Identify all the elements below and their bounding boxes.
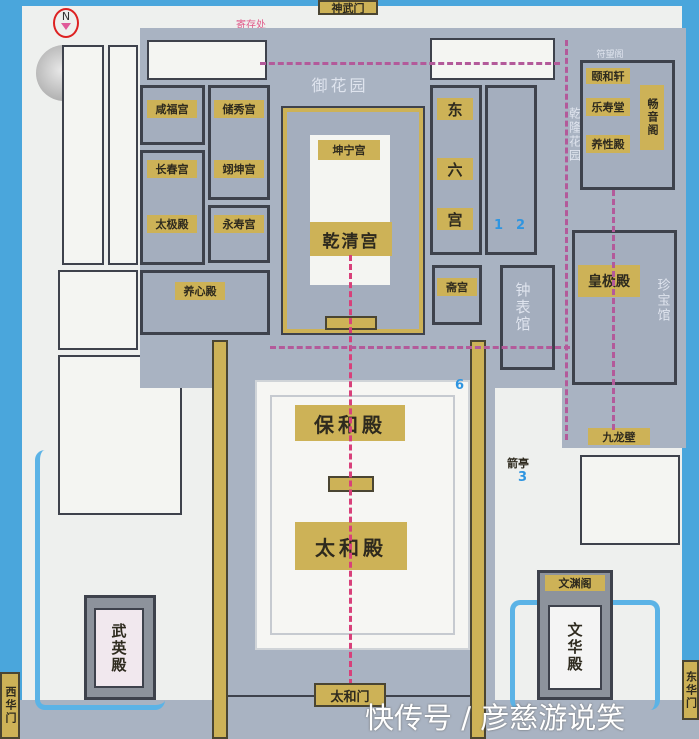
north-arrow-icon: N [53,8,79,38]
gate-donghua[interactable]: 东华门 [682,660,699,720]
watermark: 快传号 / 彦慈游说笑 [365,701,626,735]
clock-hall-block[interactable] [500,265,555,370]
north-building [430,38,555,80]
central-axis-route [349,255,352,685]
east-six-3: 宫 [437,208,473,230]
west-building [108,45,138,265]
marker-3: 3 [518,470,528,485]
marker-1: 1 [494,218,504,233]
palace-kunning[interactable]: 坤宁宫 [318,140,380,160]
service-label: 寄存处 [236,20,266,31]
hall-wenhua[interactable]: 文华殿 [548,605,602,690]
west-building [62,45,104,265]
garden-label: 御花园 [311,76,369,95]
nine-dragon-wall[interactable]: 九龙壁 [588,428,650,445]
east-corridor [470,340,486,739]
palace-chuxiu[interactable]: 储秀宫 [214,100,264,118]
marker-6: 6 [455,378,465,393]
route-path [260,62,560,65]
east-six-1: 东 [437,98,473,120]
palace-taiji[interactable]: 太极殿 [147,215,197,233]
north-building [147,40,267,80]
hall-yihe[interactable]: 颐和轩 [586,68,630,84]
fuwang-label: 符望阁 [596,49,624,60]
route-path [612,190,615,430]
east-building [580,455,680,545]
west-building [58,270,138,350]
east-six-2: 六 [437,158,473,180]
hall-leshou[interactable]: 乐寿堂 [586,98,630,116]
palace-xianfu[interactable]: 咸福宫 [147,100,197,118]
treasure-label: 珍宝馆 [654,277,670,323]
palace-changchun[interactable]: 长春宫 [147,160,197,178]
compass-label: N [61,10,71,23]
palace-yangxin[interactable]: 养心殿 [175,282,225,300]
palace-block[interactable] [485,85,537,255]
palace-yongshou[interactable]: 永寿宫 [214,215,264,233]
hall-yangxing[interactable]: 养性殿 [586,135,630,153]
route-path [270,346,570,349]
palace-block[interactable] [140,270,270,335]
palace-yikun[interactable]: 翊坤宫 [214,160,264,178]
route-path [565,40,568,440]
qianlong-garden-label: 乾隆花园 [567,107,582,163]
west-corridor [212,340,228,739]
jianting-label[interactable]: 箭亭 [507,456,529,470]
palace-qianqing[interactable]: 乾清宫 [310,222,392,256]
west-river [35,450,165,710]
gate-taihe[interactable]: 太和门 [314,683,386,707]
hall-huangji[interactable]: 皇极殿 [578,265,640,297]
pavilion-wenyuan[interactable]: 文渊阁 [545,575,605,591]
marker-2: 2 [516,218,526,233]
palace-block[interactable] [208,205,270,263]
clock-hall-label: 钟表馆 [513,281,532,333]
east-palace-block[interactable] [572,230,677,385]
palace-zhai[interactable]: 斋宫 [437,278,477,296]
gate-shenwu[interactable]: 神武门 [318,0,378,15]
hall-wuying[interactable]: 武英殿 [94,608,144,688]
outer-terrace [255,380,470,650]
hall-changyin[interactable]: 畅音阁 [640,85,664,150]
gate-xihua[interactable]: 西华门 [0,672,20,739]
terrace-outline [270,395,455,635]
